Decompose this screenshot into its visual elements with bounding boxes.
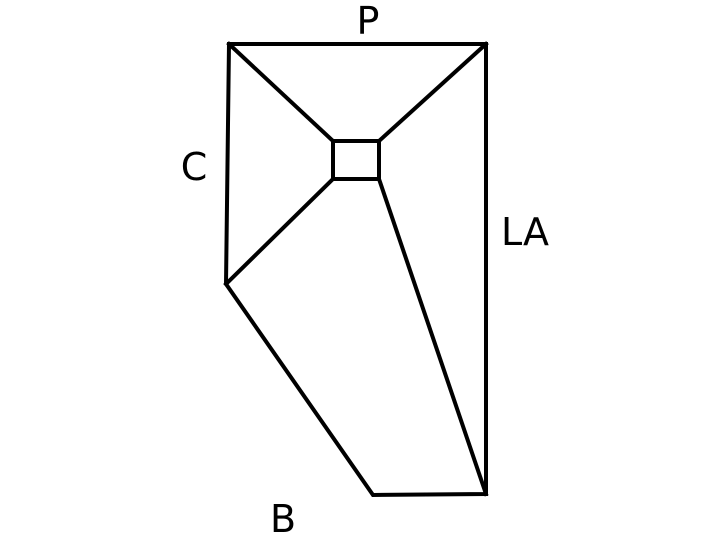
connector-left bbox=[223, 176, 336, 287]
connector-bottom-right bbox=[376, 176, 489, 497]
label-left: C bbox=[181, 145, 208, 189]
label-bottom: B bbox=[270, 497, 296, 540]
connector-top-right bbox=[376, 41, 489, 144]
outer-boundary bbox=[223, 42, 488, 498]
label-top: P bbox=[357, 0, 380, 43]
connector-top-left bbox=[226, 41, 336, 144]
label-right: LA bbox=[501, 210, 549, 254]
inner-square bbox=[331, 139, 381, 181]
